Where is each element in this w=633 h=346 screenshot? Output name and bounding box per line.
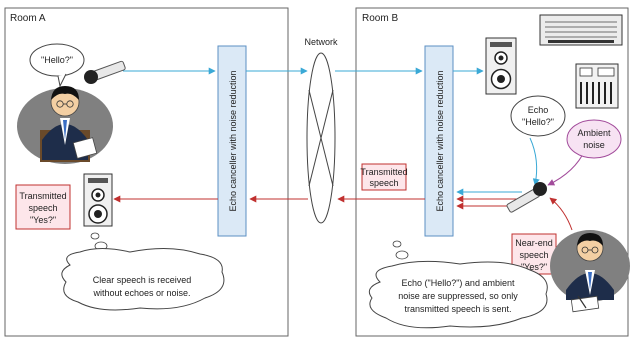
- network-node: [306, 52, 336, 224]
- transmitted-a-line3: "Yes?": [30, 215, 56, 225]
- thought-a-line1: Clear speech is received: [93, 275, 192, 285]
- speech-bubble-a-text: "Hello?": [41, 55, 73, 65]
- air-conditioner-icon: [539, 14, 623, 46]
- near-end-line3: "Yes?": [521, 262, 547, 272]
- thought-bubble-a: Clear speech is received without echoes …: [61, 232, 225, 311]
- ambient-bubble: Ambient noise: [566, 119, 622, 159]
- canceller-a: Echo canceller with noise reduction: [217, 45, 247, 237]
- transmitted-b-line1: Transmitted: [360, 167, 407, 177]
- canceller-a-label: Echo canceller with noise reduction: [228, 70, 238, 211]
- speaker-a-icon: [83, 173, 113, 227]
- machine-icon: [575, 63, 619, 109]
- thought-bubble-b: Echo ("Hello?") and ambient noise are su…: [368, 240, 548, 329]
- room-a-label: Room A: [10, 13, 46, 24]
- near-end-path: [549, 197, 573, 231]
- person-a-icon: [17, 86, 113, 164]
- echo-line1: Echo: [528, 105, 549, 115]
- transmitted-box-a: Transmitted speech "Yes?": [15, 184, 71, 230]
- person-b-icon: [550, 230, 630, 313]
- ambient-line1: Ambient: [577, 128, 611, 138]
- thought-a-line2: without echoes or noise.: [92, 288, 190, 298]
- echo-line2: "Hello?": [522, 117, 554, 127]
- thought-b-line2: noise are suppressed, so only: [398, 291, 518, 301]
- thought-b-line1: Echo ("Hello?") and ambient: [402, 278, 515, 288]
- transmitted-box-b: Transmitted speech: [360, 163, 408, 191]
- microphone-b-icon: [506, 182, 547, 213]
- transmitted-b-line2: speech: [369, 178, 398, 188]
- near-end-line1: Near-end: [515, 238, 553, 248]
- echo-path: [529, 137, 540, 186]
- canceller-b: Echo canceller with noise reduction: [424, 45, 454, 237]
- transmitted-a-line2: speech: [28, 203, 57, 213]
- canceller-b-label: Echo canceller with noise reduction: [435, 70, 445, 211]
- near-end-box: Near-end speech "Yes?": [511, 233, 557, 275]
- echo-bubble: Echo "Hello?": [510, 95, 566, 137]
- network-label: Network: [304, 37, 338, 47]
- speaker-b-icon: [485, 37, 517, 95]
- room-b-label: Room B: [362, 13, 398, 24]
- thought-b-line3: transmitted speech is sent.: [404, 304, 511, 314]
- speech-bubble-a: "Hello?": [29, 43, 85, 88]
- near-end-line2: speech: [519, 250, 548, 260]
- transmitted-a-line1: Transmitted: [19, 191, 66, 201]
- microphone-a-icon: [84, 60, 126, 84]
- ambient-line2: noise: [583, 140, 605, 150]
